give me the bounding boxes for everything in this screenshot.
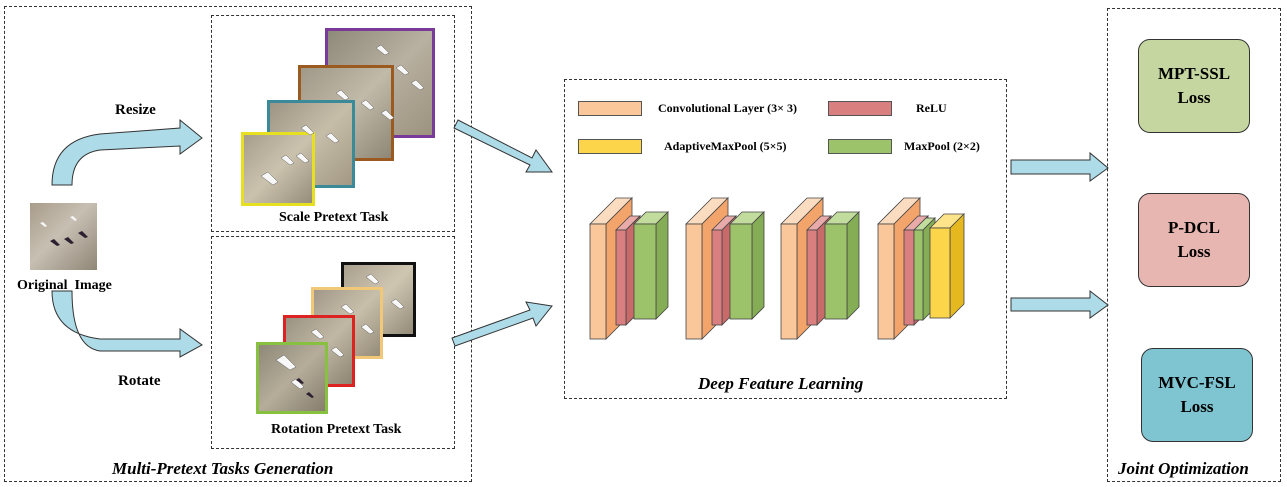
legend-swatch-conv xyxy=(578,101,642,116)
generation-panel xyxy=(4,6,472,482)
adaptive-maxpool-block xyxy=(929,213,965,319)
arrow-rotation-to-learning xyxy=(451,301,553,347)
arrow-to-loss-bottom xyxy=(1010,289,1109,319)
generation-title: Multi-Pretext Tasks Generation xyxy=(112,459,334,478)
original-image xyxy=(30,203,97,270)
legend-label-relu: ReLU xyxy=(916,101,947,115)
optimization-title: Joint Optimization xyxy=(1118,459,1249,478)
legend-label-maxpool: MaxPool (2×2) xyxy=(904,139,980,153)
original-image-label: Original Image xyxy=(17,278,112,293)
arrows-to-optimization xyxy=(1010,151,1109,319)
maxpool-layer-block xyxy=(729,211,765,320)
arrow-to-loss-top xyxy=(1010,151,1109,182)
scale-task-box xyxy=(211,15,455,232)
loss-box-mpt-ssl: MPT-SSL Loss xyxy=(1138,39,1250,133)
loss-suffix: Loss xyxy=(1177,242,1211,261)
legend-swatch-maxpool xyxy=(828,139,892,154)
loss-box-mvc-fsl: MVC-FSL Loss xyxy=(1141,348,1253,442)
loss-name: P-DCL xyxy=(1168,218,1220,237)
loss-suffix: Loss xyxy=(1177,88,1211,107)
rotate-arrow xyxy=(51,290,203,358)
loss-name: MVC-FSL xyxy=(1158,373,1236,392)
rotation-task-label: Rotation Pretext Task xyxy=(271,422,402,437)
feature-blocks xyxy=(589,197,965,340)
resize-arrow xyxy=(51,118,203,186)
resize-label: Resize xyxy=(115,102,156,118)
learning-title: Deep Feature Learning xyxy=(698,374,864,393)
rotation-planes xyxy=(275,273,405,398)
rotate-label: Rotate xyxy=(118,373,161,389)
learning-panel xyxy=(564,79,1007,399)
maxpool-layer-block xyxy=(633,211,669,320)
arrows-to-learning xyxy=(451,119,553,347)
loss-box-p-dcl: P-DCL Loss xyxy=(1138,193,1250,287)
loss-suffix: Loss xyxy=(1180,397,1214,416)
scale-planes xyxy=(260,44,425,186)
scale-task-label: Scale Pretext Task xyxy=(279,210,389,225)
optimization-panel xyxy=(1107,8,1281,482)
scale-image-1 xyxy=(241,132,315,206)
loss-name: MPT-SSL xyxy=(1157,64,1231,83)
legend-label-conv: Convolutional Layer (3× 3) xyxy=(658,101,797,115)
legend-label-adaptive: AdaptiveMaxPool (5×5) xyxy=(664,139,787,153)
arrow-scale-to-learning xyxy=(453,119,553,173)
legend-swatch-relu xyxy=(828,101,892,116)
maxpool-layer-block xyxy=(824,211,860,320)
rotation-image-1 xyxy=(256,342,328,414)
legend-swatch-adaptive xyxy=(578,139,642,154)
branch-arrows xyxy=(51,118,203,358)
